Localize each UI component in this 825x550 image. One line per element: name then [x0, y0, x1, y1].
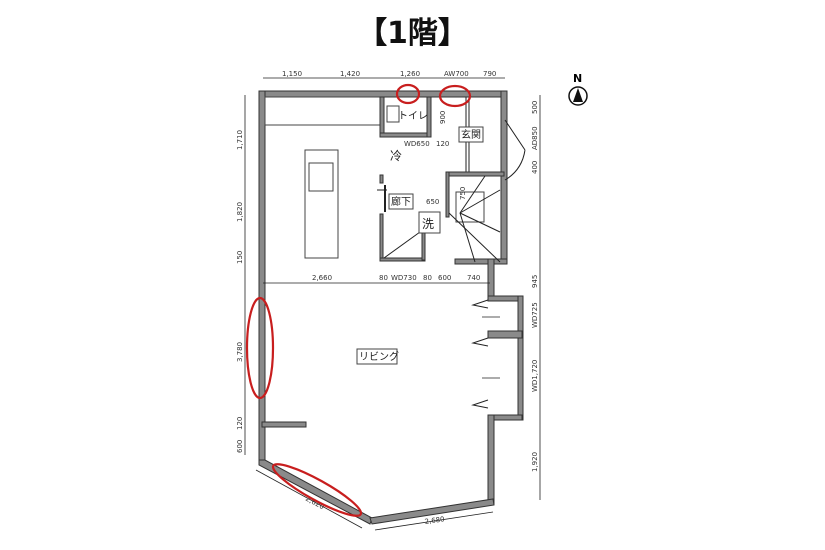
north-compass-icon: N	[568, 72, 588, 106]
dim-left-5: 120	[236, 417, 244, 430]
dim-left-4: 3,780	[236, 342, 244, 362]
interior	[263, 96, 526, 409]
room-hallway: 廊下	[391, 195, 411, 208]
room-washroom: 洗	[422, 217, 434, 231]
dimension-lines	[244, 77, 541, 531]
floor-title: 【1階】	[357, 16, 468, 51]
dim-right-4: 945	[531, 275, 539, 288]
dim-right-3: 400	[531, 161, 539, 174]
sink	[308, 162, 334, 192]
dim-top-5: 790	[483, 70, 496, 78]
dim-mid-2: 80	[379, 274, 388, 282]
dim-mid-5: 600	[438, 274, 451, 282]
room-labels: トイレ 冷 玄関 廊下 洗 リビング	[356, 111, 484, 365]
room-toilet: トイレ	[398, 111, 428, 122]
highlight-diagonal-wall	[271, 463, 363, 517]
compass-label: N	[573, 72, 582, 85]
highlight-left-wall	[245, 296, 275, 400]
toilet-fixture	[386, 105, 400, 123]
dimension-labels: 1,150 1,420 1,260 AW700 790 500 AD850 40…	[236, 70, 539, 526]
dim-right-7: 1,920	[531, 452, 539, 472]
dim-right-2: AD850	[531, 126, 539, 150]
dim-inner-3: 120	[436, 140, 449, 148]
dim-left-6: 600	[236, 440, 244, 453]
dim-left-2: 1,820	[236, 202, 244, 222]
dim-inner-4: 650	[426, 198, 439, 206]
room-fridge: 冷	[390, 149, 402, 163]
kitchen-counter	[264, 96, 381, 126]
dim-mid-1: 2,660	[312, 274, 332, 282]
dim-right-6: WD1,720	[531, 360, 539, 392]
dim-right-1: 500	[531, 101, 539, 114]
dim-bottom-2: 2,680	[424, 515, 445, 526]
dim-mid-3: WD730	[391, 274, 417, 282]
dim-right-5: WD725	[531, 302, 539, 328]
room-living: リビング	[359, 350, 399, 363]
dim-inner-5: 750	[459, 187, 467, 200]
dim-top-1: 1,150	[282, 70, 302, 78]
dim-inner-1: 900	[439, 111, 447, 124]
highlight-toilet-wall	[395, 83, 421, 105]
dim-top-4: AW700	[444, 70, 469, 78]
dim-top-2: 1,420	[340, 70, 360, 78]
dim-mid-4: 80	[423, 274, 432, 282]
room-entrance: 玄関	[461, 128, 481, 141]
dim-inner-2: WD650	[404, 140, 430, 148]
dim-top-3: 1,260	[400, 70, 420, 78]
dim-mid-6: 740	[467, 274, 480, 282]
highlight-marks	[245, 83, 472, 517]
outer-walls	[258, 90, 524, 525]
dim-left-1: 1,710	[236, 130, 244, 150]
dim-left-3: 150	[236, 251, 244, 264]
highlight-entrance-wall	[438, 84, 472, 108]
